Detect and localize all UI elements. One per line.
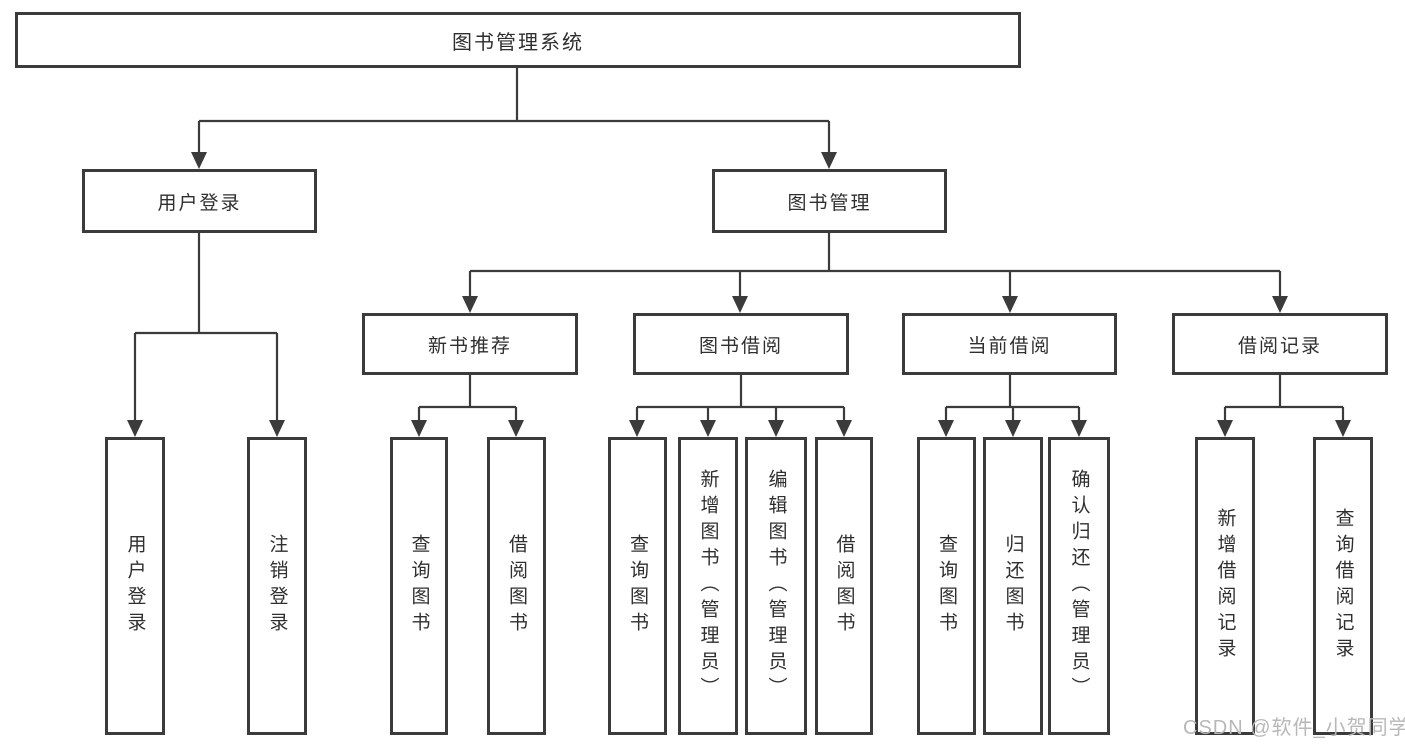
leaf-borrow-books-recommend: 借阅图书 xyxy=(487,437,546,735)
leaf-query-books-borrow: 查询图书 xyxy=(608,437,667,735)
leaf-query-books-recommend: 查询图书 xyxy=(390,437,448,735)
node-label: 查询借阅记录 xyxy=(1332,508,1354,664)
csdn-watermark: CSDN @软件_小贺同学 xyxy=(1183,717,1405,739)
node-book-borrow: 图书借阅 xyxy=(633,313,849,375)
node-label: 新增借阅记录 xyxy=(1214,508,1236,664)
node-label: 确认归还（管理员） xyxy=(1068,469,1090,703)
leaf-user-login: 用户登录 xyxy=(105,437,165,735)
node-label: 查询图书 xyxy=(408,534,430,638)
node-label: 查询图书 xyxy=(627,534,648,638)
node-label: 图书借阅 xyxy=(698,335,783,357)
node-label: 注销登录 xyxy=(266,534,288,638)
node-label: 借阅记录 xyxy=(1237,335,1322,357)
leaf-query-books-current: 查询图书 xyxy=(917,437,976,735)
node-current-borrow: 当前借阅 xyxy=(902,313,1117,375)
node-label: 图书管理系统 xyxy=(452,31,584,54)
leaf-logout: 注销登录 xyxy=(247,437,307,735)
node-label: 当前借阅 xyxy=(967,335,1052,357)
node-label: 用户登录 xyxy=(157,192,242,214)
leaf-add-borrow-record: 新增借阅记录 xyxy=(1195,437,1255,735)
node-label: 用户登录 xyxy=(124,534,146,638)
node-label: 借阅图书 xyxy=(833,534,855,638)
leaf-query-borrow-record: 查询借阅记录 xyxy=(1313,437,1373,735)
leaf-return-book: 归还图书 xyxy=(983,437,1043,735)
node-library-management-system: 图书管理系统 xyxy=(15,12,1021,68)
node-label: 借阅图书 xyxy=(506,534,527,638)
node-borrow-records: 借阅记录 xyxy=(1172,313,1388,375)
node-label: 新书推荐 xyxy=(427,335,512,357)
node-label: 归还图书 xyxy=(1002,534,1024,638)
leaf-add-book-admin: 新增图书（管理员） xyxy=(678,437,738,735)
node-label: 图书管理 xyxy=(787,192,872,214)
node-label: 新增图书（管理员） xyxy=(697,469,719,703)
node-new-book-recommend: 新书推荐 xyxy=(362,313,578,375)
node-user-login: 用户登录 xyxy=(82,169,317,233)
node-label: 编辑图书（管理员） xyxy=(765,469,787,703)
leaf-confirm-return-admin: 确认归还（管理员） xyxy=(1048,437,1110,735)
leaf-edit-book-admin: 编辑图书（管理员） xyxy=(745,437,807,735)
node-book-management: 图书管理 xyxy=(712,169,947,233)
leaf-borrow-books: 借阅图书 xyxy=(815,437,873,735)
node-label: 查询图书 xyxy=(936,534,957,638)
